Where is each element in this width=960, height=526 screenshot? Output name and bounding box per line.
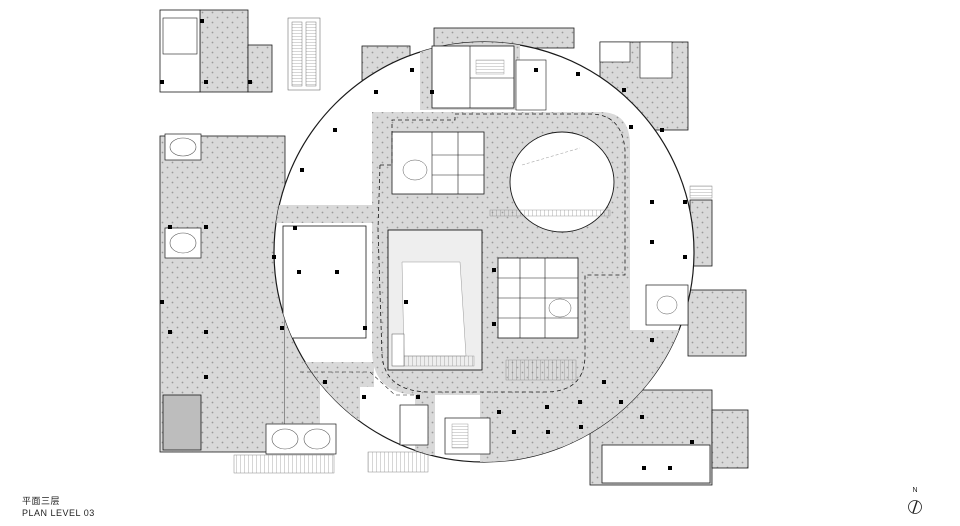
structural-columns bbox=[160, 19, 694, 470]
drawing-title-cn: 平面三层 bbox=[22, 496, 61, 506]
north-label: N bbox=[912, 487, 918, 494]
north-arrow-icon bbox=[908, 500, 922, 514]
left-wing bbox=[159, 9, 429, 474]
main-circle bbox=[273, 41, 695, 463]
drawing-title-en: PLAN LEVEL 03 bbox=[22, 508, 95, 518]
drawing-caption: 平面三层 PLAN LEVEL 03 bbox=[22, 495, 95, 519]
north-arrow: N bbox=[904, 487, 926, 521]
